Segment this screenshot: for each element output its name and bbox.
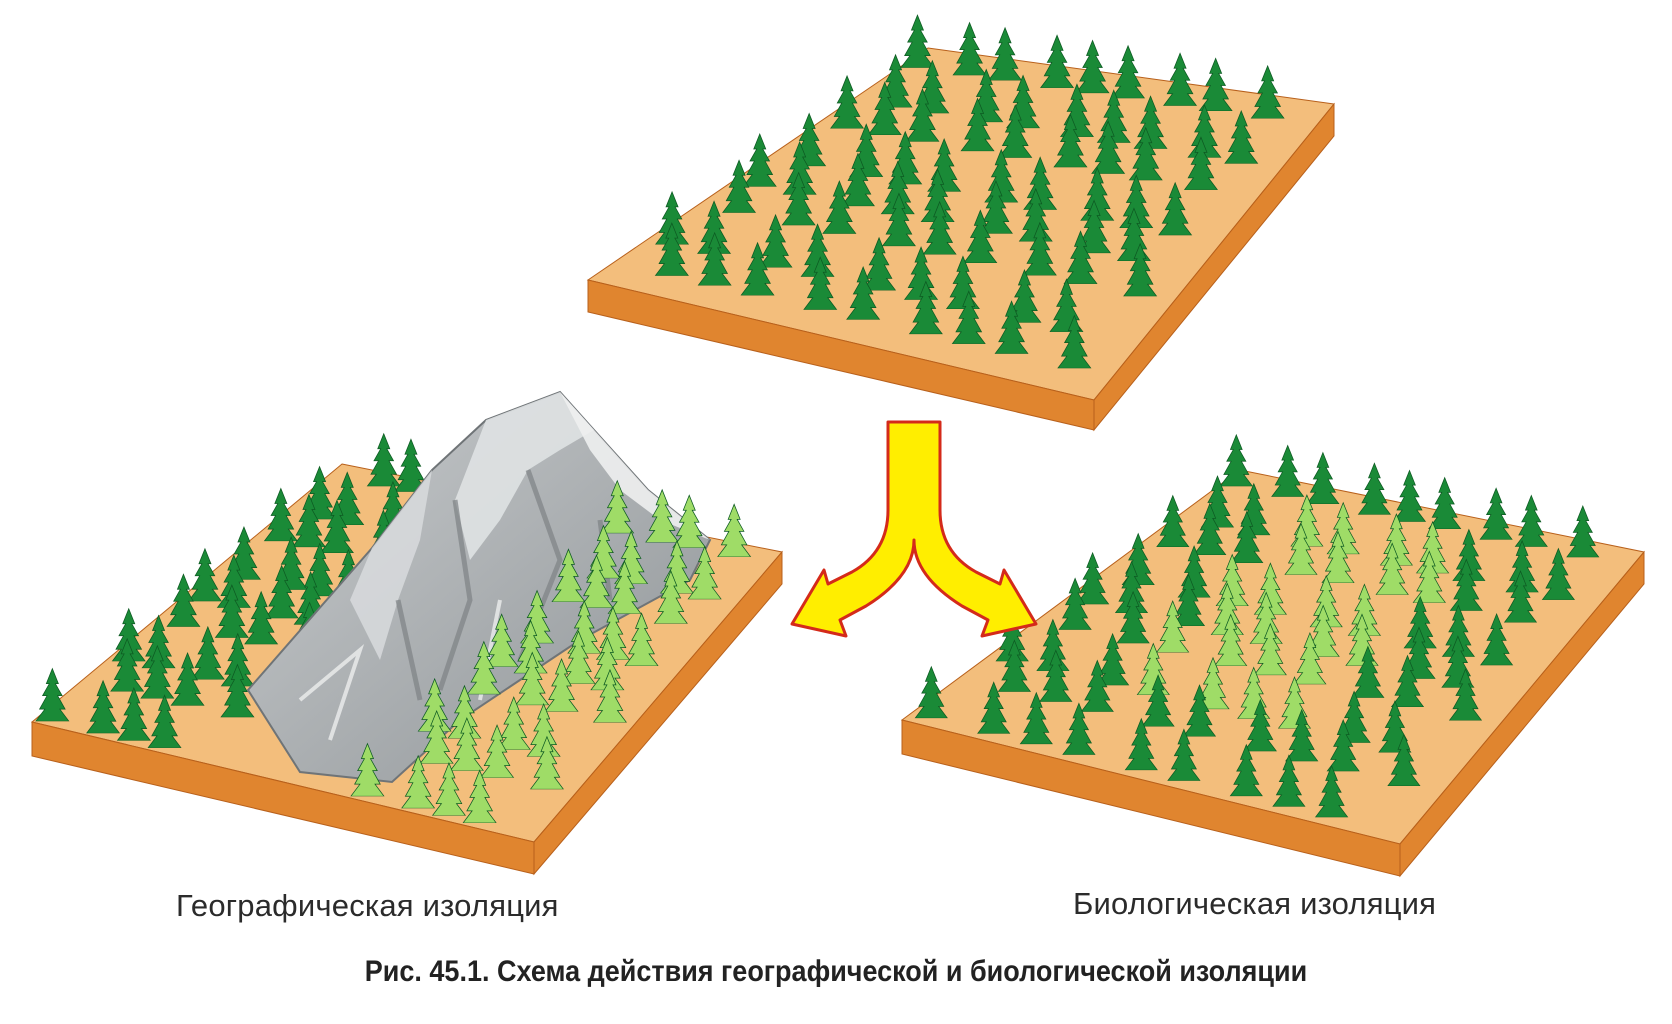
mountain-icon bbox=[246, 390, 712, 784]
figure-caption: Рис. 45.1. Схема действия географической… bbox=[364, 955, 1308, 988]
split-arrow-icon bbox=[790, 420, 1038, 638]
biological-isolation-label: Биологическая изоляция bbox=[1073, 886, 1437, 921]
geographic-isolation-label: Географическая изоляция bbox=[176, 888, 559, 923]
biological-isolation-slab bbox=[900, 434, 1645, 878]
slab-right-side bbox=[1399, 550, 1645, 878]
geographic-isolation-slab bbox=[30, 390, 783, 876]
slab-right-side bbox=[1093, 102, 1335, 432]
slab-right-side bbox=[533, 550, 783, 876]
initial-population-slab bbox=[586, 14, 1335, 432]
